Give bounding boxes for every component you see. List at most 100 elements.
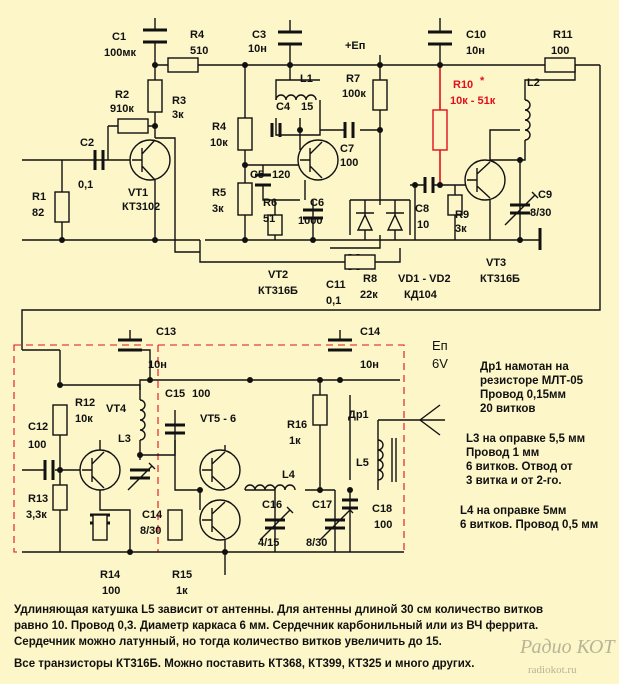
- label-r12: R12: [75, 397, 95, 409]
- label-vt2: VT2: [268, 269, 288, 281]
- label-r7: R7: [346, 73, 360, 85]
- label-r13-value: 3,3к: [26, 509, 47, 521]
- label-supply-1: +Еп: [345, 40, 365, 52]
- top-resistors: [54, 57, 576, 270]
- label-r8: R8: [363, 273, 377, 285]
- label-c7: C7: [340, 143, 354, 155]
- label-c18: C18: [372, 503, 392, 515]
- label-l1: L1: [300, 73, 313, 85]
- label-r3-value: 3к: [172, 109, 184, 121]
- label-c1: C1: [112, 31, 126, 43]
- label-c1-value: 100мк: [104, 47, 136, 59]
- label-r2: R2: [115, 89, 129, 101]
- label-r1: R1: [32, 191, 46, 203]
- label-r10: R10: [453, 79, 473, 91]
- top-circuit-wires: [21, 18, 601, 350]
- label-r4a: R4: [190, 29, 205, 41]
- bottom-junctions: [57, 377, 353, 555]
- label-r4b: R4: [212, 121, 227, 133]
- label-r11-value: 100: [551, 45, 569, 57]
- label-r13: R13: [28, 493, 48, 505]
- label-vt3-value: КТ316Б: [480, 273, 520, 285]
- label-c3: C3: [252, 29, 266, 41]
- label-c14-bottom-value: 8/30: [140, 525, 161, 537]
- label-vt4: VT4: [106, 403, 127, 415]
- top-junctions: [59, 62, 523, 243]
- diodes-vd1-vd2: [356, 200, 404, 240]
- label-c8-value: 10: [417, 219, 429, 231]
- label-r14-value: 100: [102, 585, 120, 597]
- label-r15: R15: [172, 569, 192, 581]
- footer-line-2: равно 10. Провод 0,3. Диаметр каркаса 6 …: [14, 620, 539, 632]
- label-c5-value: 120: [272, 169, 290, 181]
- note-l3: L3 на оправке 5,5 мм Провод 1 мм 6 витко…: [466, 433, 586, 487]
- label-r4b-value: 10к: [210, 137, 228, 149]
- label-vt1: VT1: [128, 187, 148, 199]
- label-vd-value: КД104: [404, 289, 438, 301]
- label-r14: R14: [100, 569, 121, 581]
- label-c6: C6: [310, 197, 324, 209]
- label-r1-value: 82: [32, 207, 44, 219]
- label-c14-top-value: 10н: [360, 359, 379, 371]
- label-c16-value: 4/15: [258, 537, 279, 549]
- label-r16-value: 1к: [289, 435, 301, 447]
- label-c14-bottom: C14: [142, 509, 163, 521]
- top-transistors: [129, 139, 506, 201]
- label-r6-value: 51: [263, 213, 275, 225]
- label-vt56: VT5 - 6: [200, 413, 236, 425]
- label-c12-value: 100: [28, 439, 46, 451]
- footer-line-1: Удлиняющая катушка L5 зависит от антенны…: [14, 604, 544, 616]
- label-l4: L4: [282, 469, 296, 481]
- label-l2: L2: [527, 77, 540, 89]
- label-vt1-value: КТ3102: [122, 201, 160, 213]
- label-c14-top: C14: [360, 326, 381, 338]
- label-r7-value: 100к: [342, 88, 366, 100]
- label-r6: R6: [263, 197, 277, 209]
- label-c13: C13: [156, 326, 176, 338]
- label-c7-value: 100: [340, 157, 358, 169]
- label-c3-value: 10н: [248, 43, 267, 55]
- label-l3: L3: [118, 433, 131, 445]
- label-c11-value: 0,1: [326, 295, 341, 307]
- label-c10: C10: [466, 29, 486, 41]
- top-capacitors: [93, 28, 539, 270]
- watermark-brand: Радио КОТ: [520, 636, 615, 658]
- label-r10-star: *: [480, 75, 485, 87]
- label-r12-value: 10к: [75, 413, 93, 425]
- bottom-inductors: [139, 399, 397, 491]
- label-vd: VD1 - VD2: [398, 273, 451, 285]
- label-c9: C9: [538, 189, 552, 201]
- label-r16: R16: [287, 419, 307, 431]
- top-inductors: [275, 94, 531, 141]
- label-r10-value: 10к - 51к: [450, 95, 496, 107]
- label-c4: C4: [276, 101, 291, 113]
- component-labels: C1 100мк R4 510 C3 10н +Еп C10 10н R11 1…: [26, 29, 573, 597]
- footer-line-4: Все транзисторы КТ316Б. Можно поставить …: [14, 658, 475, 670]
- label-c2-value: 0,1: [78, 179, 93, 191]
- footer-line-3: Сердечник можно латунный, но тогда колич…: [14, 636, 442, 648]
- label-c13-value: 10н: [148, 359, 167, 371]
- bottom-resistors: [52, 394, 328, 541]
- label-c6-value: 1000: [298, 215, 322, 227]
- label-r3: R3: [172, 95, 186, 107]
- label-r5-value: 3к: [212, 203, 224, 215]
- label-c11: C11: [326, 279, 346, 291]
- label-c2: C2: [80, 137, 94, 149]
- note-l4: L4 на оправке 5мм 6 витков. Провод 0,5 м…: [460, 505, 599, 531]
- bottom-transistors: [79, 449, 241, 541]
- label-vt3: VT3: [486, 257, 506, 269]
- label-c5: C5: [250, 169, 264, 181]
- label-c17-value: 8/30: [306, 537, 327, 549]
- label-r9-value: 3к: [455, 223, 467, 235]
- label-c4-value: 15: [301, 101, 313, 113]
- label-r9: R9: [455, 209, 469, 221]
- label-c12: C12: [28, 421, 48, 433]
- label-supply-2: Еп: [432, 338, 448, 353]
- label-r2-value: 910к: [110, 103, 134, 115]
- label-c18-value: 100: [374, 519, 392, 531]
- label-r5: R5: [212, 187, 226, 199]
- label-c15: C15: [165, 388, 185, 400]
- label-c16: C16: [262, 499, 282, 511]
- note-dr1: Др1 намотан на резисторе МЛТ-05 Провод 0…: [480, 361, 584, 415]
